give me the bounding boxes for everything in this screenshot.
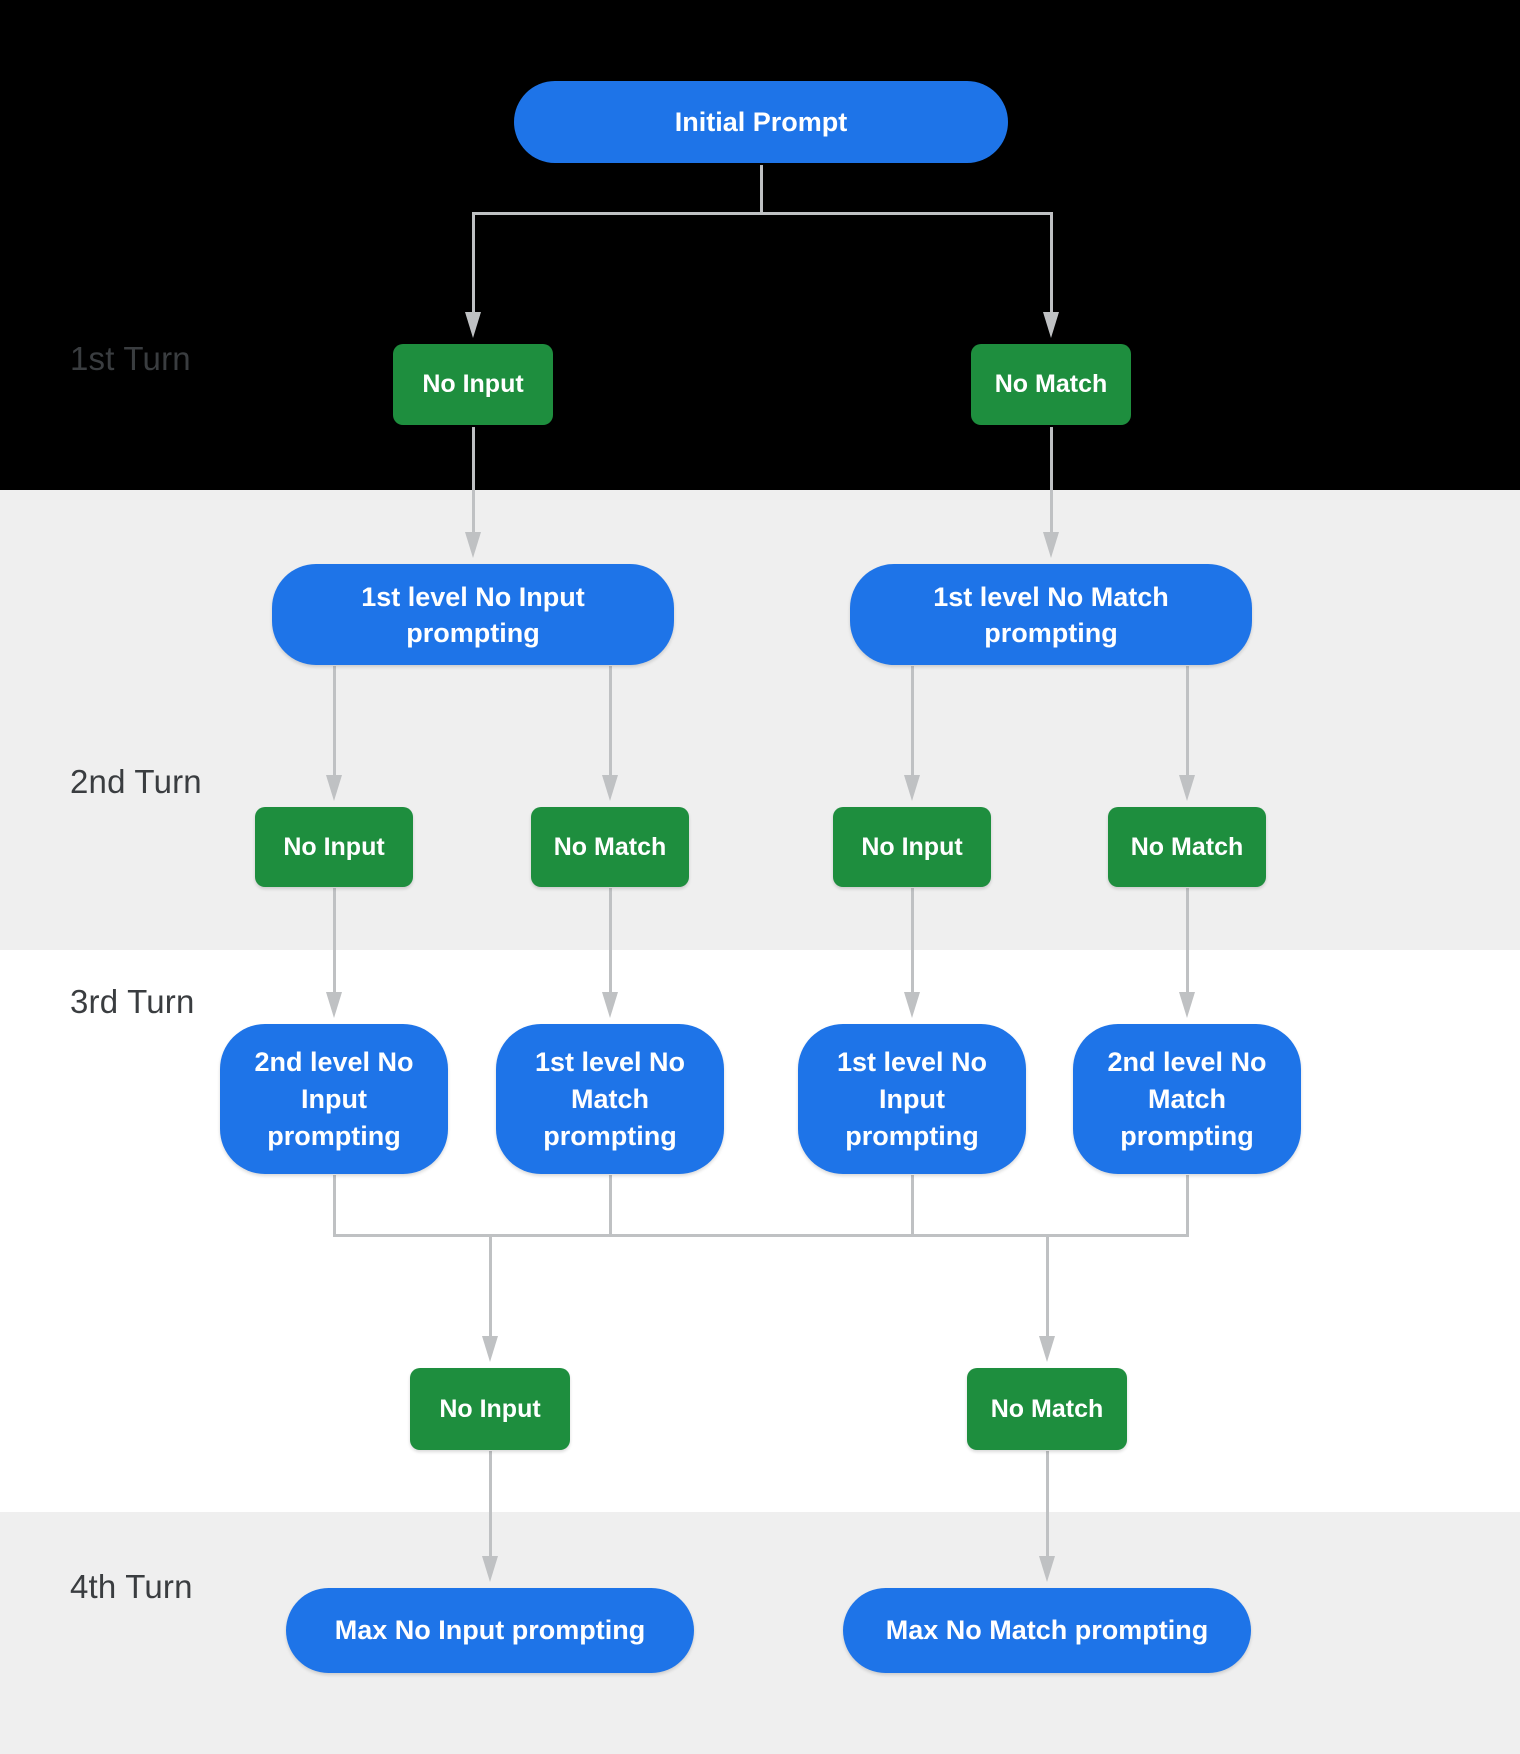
arrowhead-icon <box>1179 775 1195 801</box>
turn2-no-input-prompting-node: 1st level No Input prompting <box>272 564 674 665</box>
arrowhead-icon <box>904 775 920 801</box>
connector-line <box>910 666 914 779</box>
connector-line <box>488 1237 492 1340</box>
connector-line <box>332 888 336 996</box>
connector-line <box>1049 427 1053 536</box>
connector-line <box>471 212 1053 215</box>
turn4-band <box>0 1512 1520 1754</box>
turn3-2nd-no-input-prompting-node: 2nd level No Input prompting <box>220 1024 448 1174</box>
arrowhead-icon <box>1043 312 1059 338</box>
connector-line <box>332 1175 336 1237</box>
connector-line <box>471 212 475 316</box>
turn3-label: 3rd Turn <box>70 983 195 1020</box>
connector-line <box>1049 212 1053 316</box>
connector-line <box>759 165 763 215</box>
turn1-no-input-node: No Input <box>393 344 553 425</box>
arrowhead-icon <box>465 312 481 338</box>
arrowhead-icon <box>1179 992 1195 1018</box>
connector-line <box>910 888 914 996</box>
initial-prompt-node: Initial Prompt <box>514 81 1008 163</box>
turn1-no-match-node: No Match <box>971 344 1131 425</box>
no-input-label: No Input <box>861 832 963 861</box>
turn3-1st-no-input-prompting-node: 1st level No Input prompting <box>798 1024 1026 1174</box>
no-match-label: No Match <box>990 1394 1104 1423</box>
arrowhead-icon <box>904 992 920 1018</box>
turn3-2nd-no-match-prompting-node: 2nd level No Match prompting <box>1073 1024 1301 1174</box>
no-input-label: No Input <box>439 1394 541 1423</box>
turn4-max-no-input-node: Max No Input prompting <box>286 1588 694 1673</box>
turn2-no-match-a-node: No Match <box>531 807 689 887</box>
arrowhead-icon <box>602 992 618 1018</box>
turn2-no-match-prompting-node: 1st level No Match prompting <box>850 564 1252 665</box>
turn4-max-no-match-node: Max No Match prompting <box>843 1588 1251 1673</box>
initial-prompt-label: Initial Prompt <box>674 106 848 137</box>
turn1-label: 1st Turn <box>70 340 191 377</box>
turn2-label: 2nd Turn <box>70 763 202 800</box>
turn4-label: 4th Turn <box>70 1568 193 1605</box>
arrowhead-icon <box>1043 532 1059 558</box>
turn1-band <box>0 0 1520 490</box>
connector-line <box>608 666 612 779</box>
no-input-label: No Input <box>422 370 524 398</box>
turn3-1st-no-match-prompting-node: 1st level No Match prompting <box>496 1024 724 1174</box>
connector-line <box>608 1175 612 1237</box>
turn2-no-match-b-node: No Match <box>1108 807 1266 887</box>
prompting-label: 2nd level No Input prompting <box>254 1046 414 1151</box>
connector-line <box>488 1451 492 1560</box>
max-no-match-label: Max No Match prompting <box>885 1615 1209 1645</box>
turn2-no-input-b-node: No Input <box>833 807 991 887</box>
connector-line <box>1185 1175 1189 1237</box>
arrowhead-icon <box>602 775 618 801</box>
prompting-label: 2nd level No Match prompting <box>1107 1046 1267 1151</box>
connector-line <box>332 666 336 779</box>
turn2-no-input-a-node: No Input <box>255 807 413 887</box>
arrowhead-icon <box>465 532 481 558</box>
prompting-label: 1st level No Input prompting <box>836 1046 988 1151</box>
connector-line <box>1045 1237 1049 1340</box>
arrowhead-icon <box>1039 1556 1055 1582</box>
prompting-label: 1st level No Match prompting <box>933 581 1169 648</box>
arrowhead-icon <box>1039 1336 1055 1362</box>
connector-line <box>910 1175 914 1237</box>
no-match-label: No Match <box>994 370 1108 398</box>
turn3-no-match-node: No Match <box>967 1368 1127 1450</box>
arrowhead-icon <box>482 1556 498 1582</box>
arrowhead-icon <box>326 775 342 801</box>
prompting-label: 1st level No Match prompting <box>534 1046 686 1151</box>
no-input-label: No Input <box>283 832 385 861</box>
turn2-band <box>0 490 1520 950</box>
no-match-label: No Match <box>1130 832 1244 861</box>
turn3-no-input-node: No Input <box>410 1368 570 1450</box>
connector-line <box>332 1234 1189 1237</box>
arrowhead-icon <box>326 992 342 1018</box>
no-match-label: No Match <box>553 832 667 861</box>
prompting-label: 1st level No Input prompting <box>361 581 585 648</box>
connector-line <box>608 888 612 996</box>
turn3-band <box>0 950 1520 1512</box>
connector-line <box>1185 666 1189 779</box>
connector-line <box>1185 888 1189 996</box>
max-no-input-label: Max No Input prompting <box>334 1615 646 1645</box>
connector-line <box>471 427 475 536</box>
connector-line <box>1045 1451 1049 1560</box>
arrowhead-icon <box>482 1336 498 1362</box>
